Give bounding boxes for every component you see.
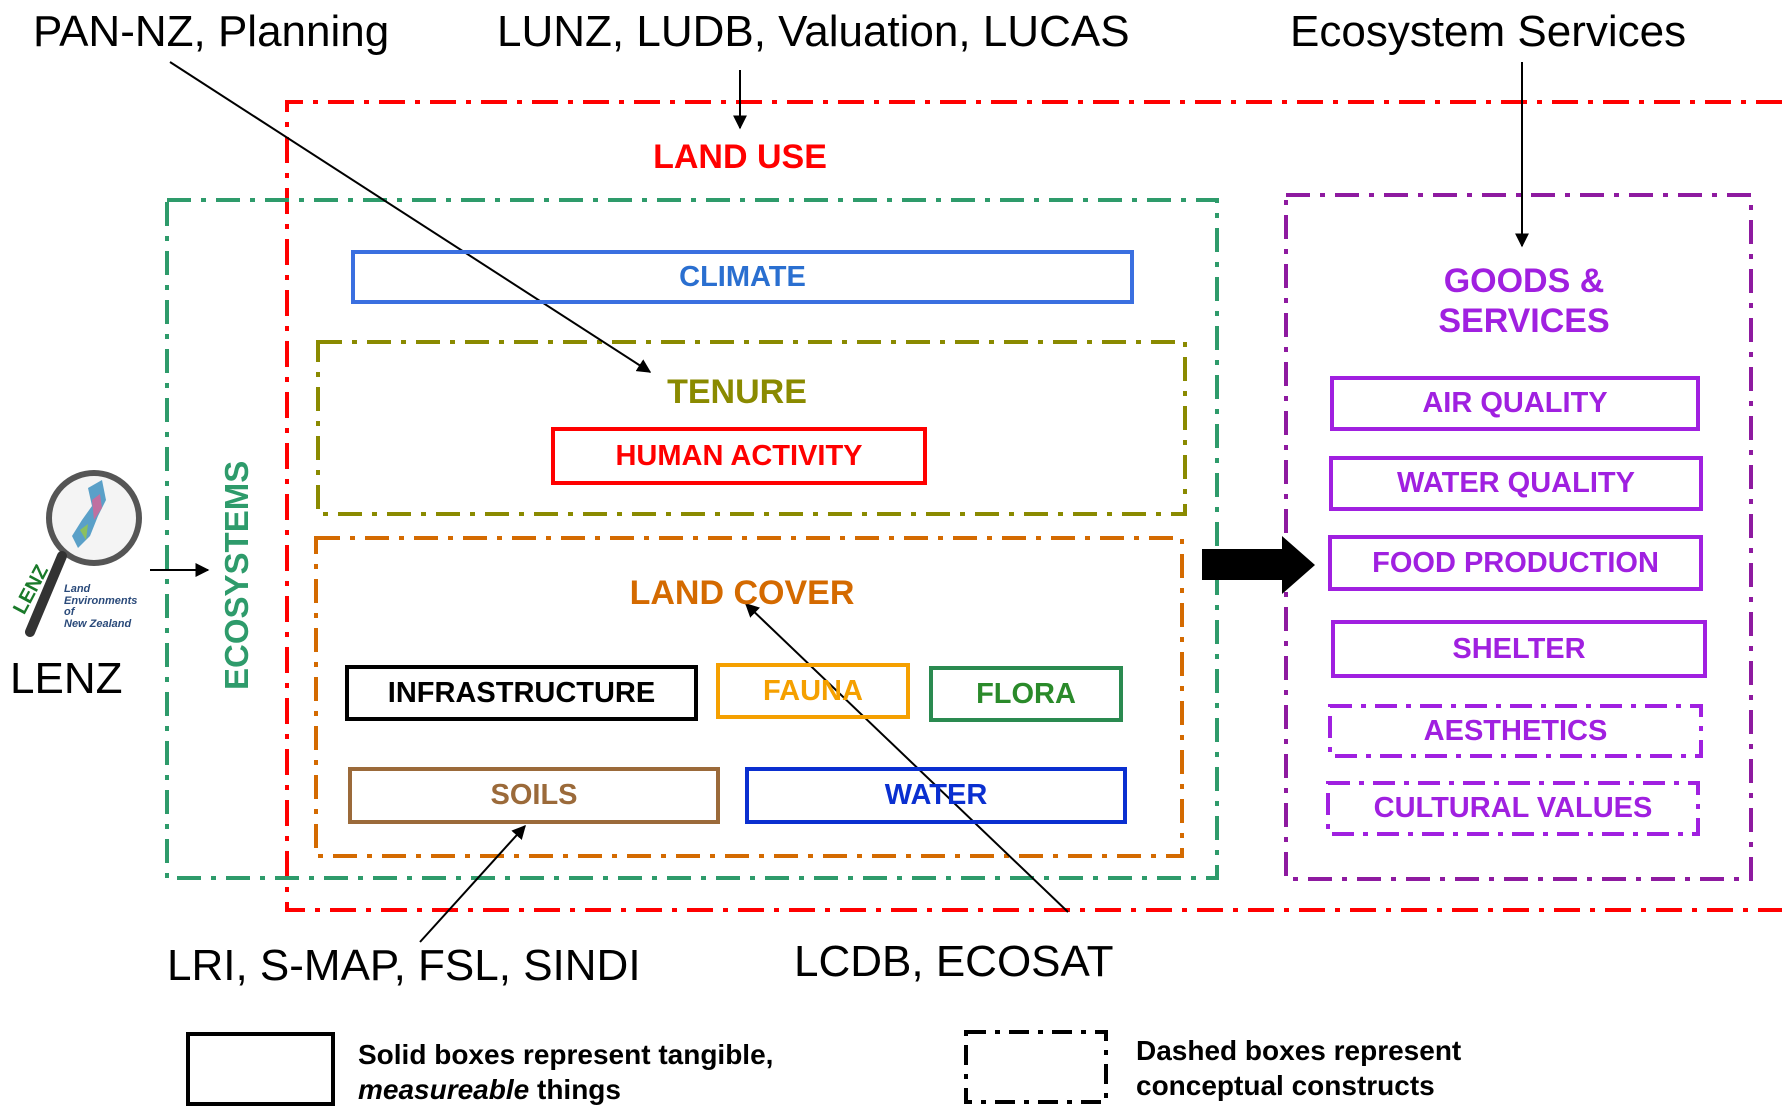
- food-production-box: FOOD PRODUCTION: [1328, 535, 1703, 591]
- legend-solid-italic: measureable: [358, 1074, 530, 1105]
- flow-arrow: [1202, 536, 1315, 594]
- legend-solid-rest: things: [529, 1074, 621, 1105]
- legend-dashed-line-1: Dashed boxes represent: [1136, 1035, 1462, 1066]
- source-ecosystem-services: Ecosystem Services: [1290, 7, 1687, 56]
- lcdb-arrow: [744, 603, 1069, 913]
- ecosystems-label: ECOSYSTEMS: [218, 460, 255, 690]
- goods-services-frame: [1284, 193, 1753, 881]
- lri-arrow: [419, 824, 526, 943]
- water-quality-box: WATER QUALITY: [1329, 456, 1703, 511]
- goods-services-label: GOODS & SERVICES: [1438, 262, 1609, 342]
- shelter-box: SHELTER: [1331, 620, 1707, 678]
- air-quality-box: AIR QUALITY: [1330, 376, 1700, 431]
- soils-box: SOILS: [348, 767, 720, 824]
- land-cover-frame: [314, 536, 1184, 858]
- legend-solid-line-2: measureable things: [358, 1072, 773, 1107]
- fauna-box: FAUNA: [716, 663, 910, 719]
- legend-dashed-line-2: conceptual constructs: [1136, 1070, 1435, 1101]
- water-box: WATER: [745, 767, 1127, 824]
- source-lri: LRI, S-MAP, FSL, SINDI: [167, 941, 641, 990]
- legend-dashed-text: Dashed boxes represent conceptual constr…: [1136, 1033, 1461, 1103]
- source-lenz: LENZ: [10, 654, 123, 703]
- ecosystems-frame: [165, 198, 1219, 880]
- lenz-logo-text: Land Environments of New Zealand: [64, 583, 138, 630]
- legend-solid-box: [186, 1032, 335, 1106]
- infrastructure-box: INFRASTRUCTURE: [345, 665, 698, 721]
- aesthetics-box-border: [1328, 704, 1703, 758]
- source-pan-nz: PAN-NZ, Planning: [33, 7, 390, 56]
- lenz-logo: [25, 470, 142, 637]
- tenure-frame: [316, 340, 1187, 516]
- lenz-logo-line-1: Land: [64, 583, 91, 595]
- land-use-frame: [285, 100, 1782, 912]
- lenz-logo-line-4: New Zealand: [64, 617, 132, 630]
- source-lunz: LUNZ, LUDB, Valuation, LUCAS: [497, 7, 1130, 56]
- source-lcdb: LCDB, ECOSAT: [794, 937, 1114, 986]
- human-activity-box: HUMAN ACTIVITY: [551, 427, 927, 485]
- legend-solid-text: Solid boxes represent tangible, measurea…: [358, 1037, 773, 1107]
- aesthetics-box: AESTHETICS: [1423, 714, 1608, 747]
- land-use-label: LAND USE: [653, 138, 827, 176]
- legend-solid-line-1: Solid boxes represent tangible,: [358, 1039, 774, 1070]
- tenure-label: TENURE: [667, 373, 807, 411]
- goods-services-label-line-2: SERVICES: [1438, 301, 1610, 340]
- goods-services-label-line-1: GOODS &: [1443, 262, 1605, 300]
- cultural-values-box: CULTURAL VALUES: [1373, 792, 1653, 824]
- lenz-logo-line-3: of: [64, 606, 75, 619]
- land-cover-label: LAND COVER: [629, 574, 855, 612]
- cultural-values-box-border: [1326, 781, 1700, 836]
- legend-dashed-box: [964, 1030, 1108, 1104]
- climate-box: CLIMATE: [351, 250, 1134, 304]
- pan-nz-arrow: [169, 61, 652, 373]
- lenz-logo-line-2: Environments: [64, 594, 138, 607]
- flora-box: FLORA: [929, 666, 1123, 722]
